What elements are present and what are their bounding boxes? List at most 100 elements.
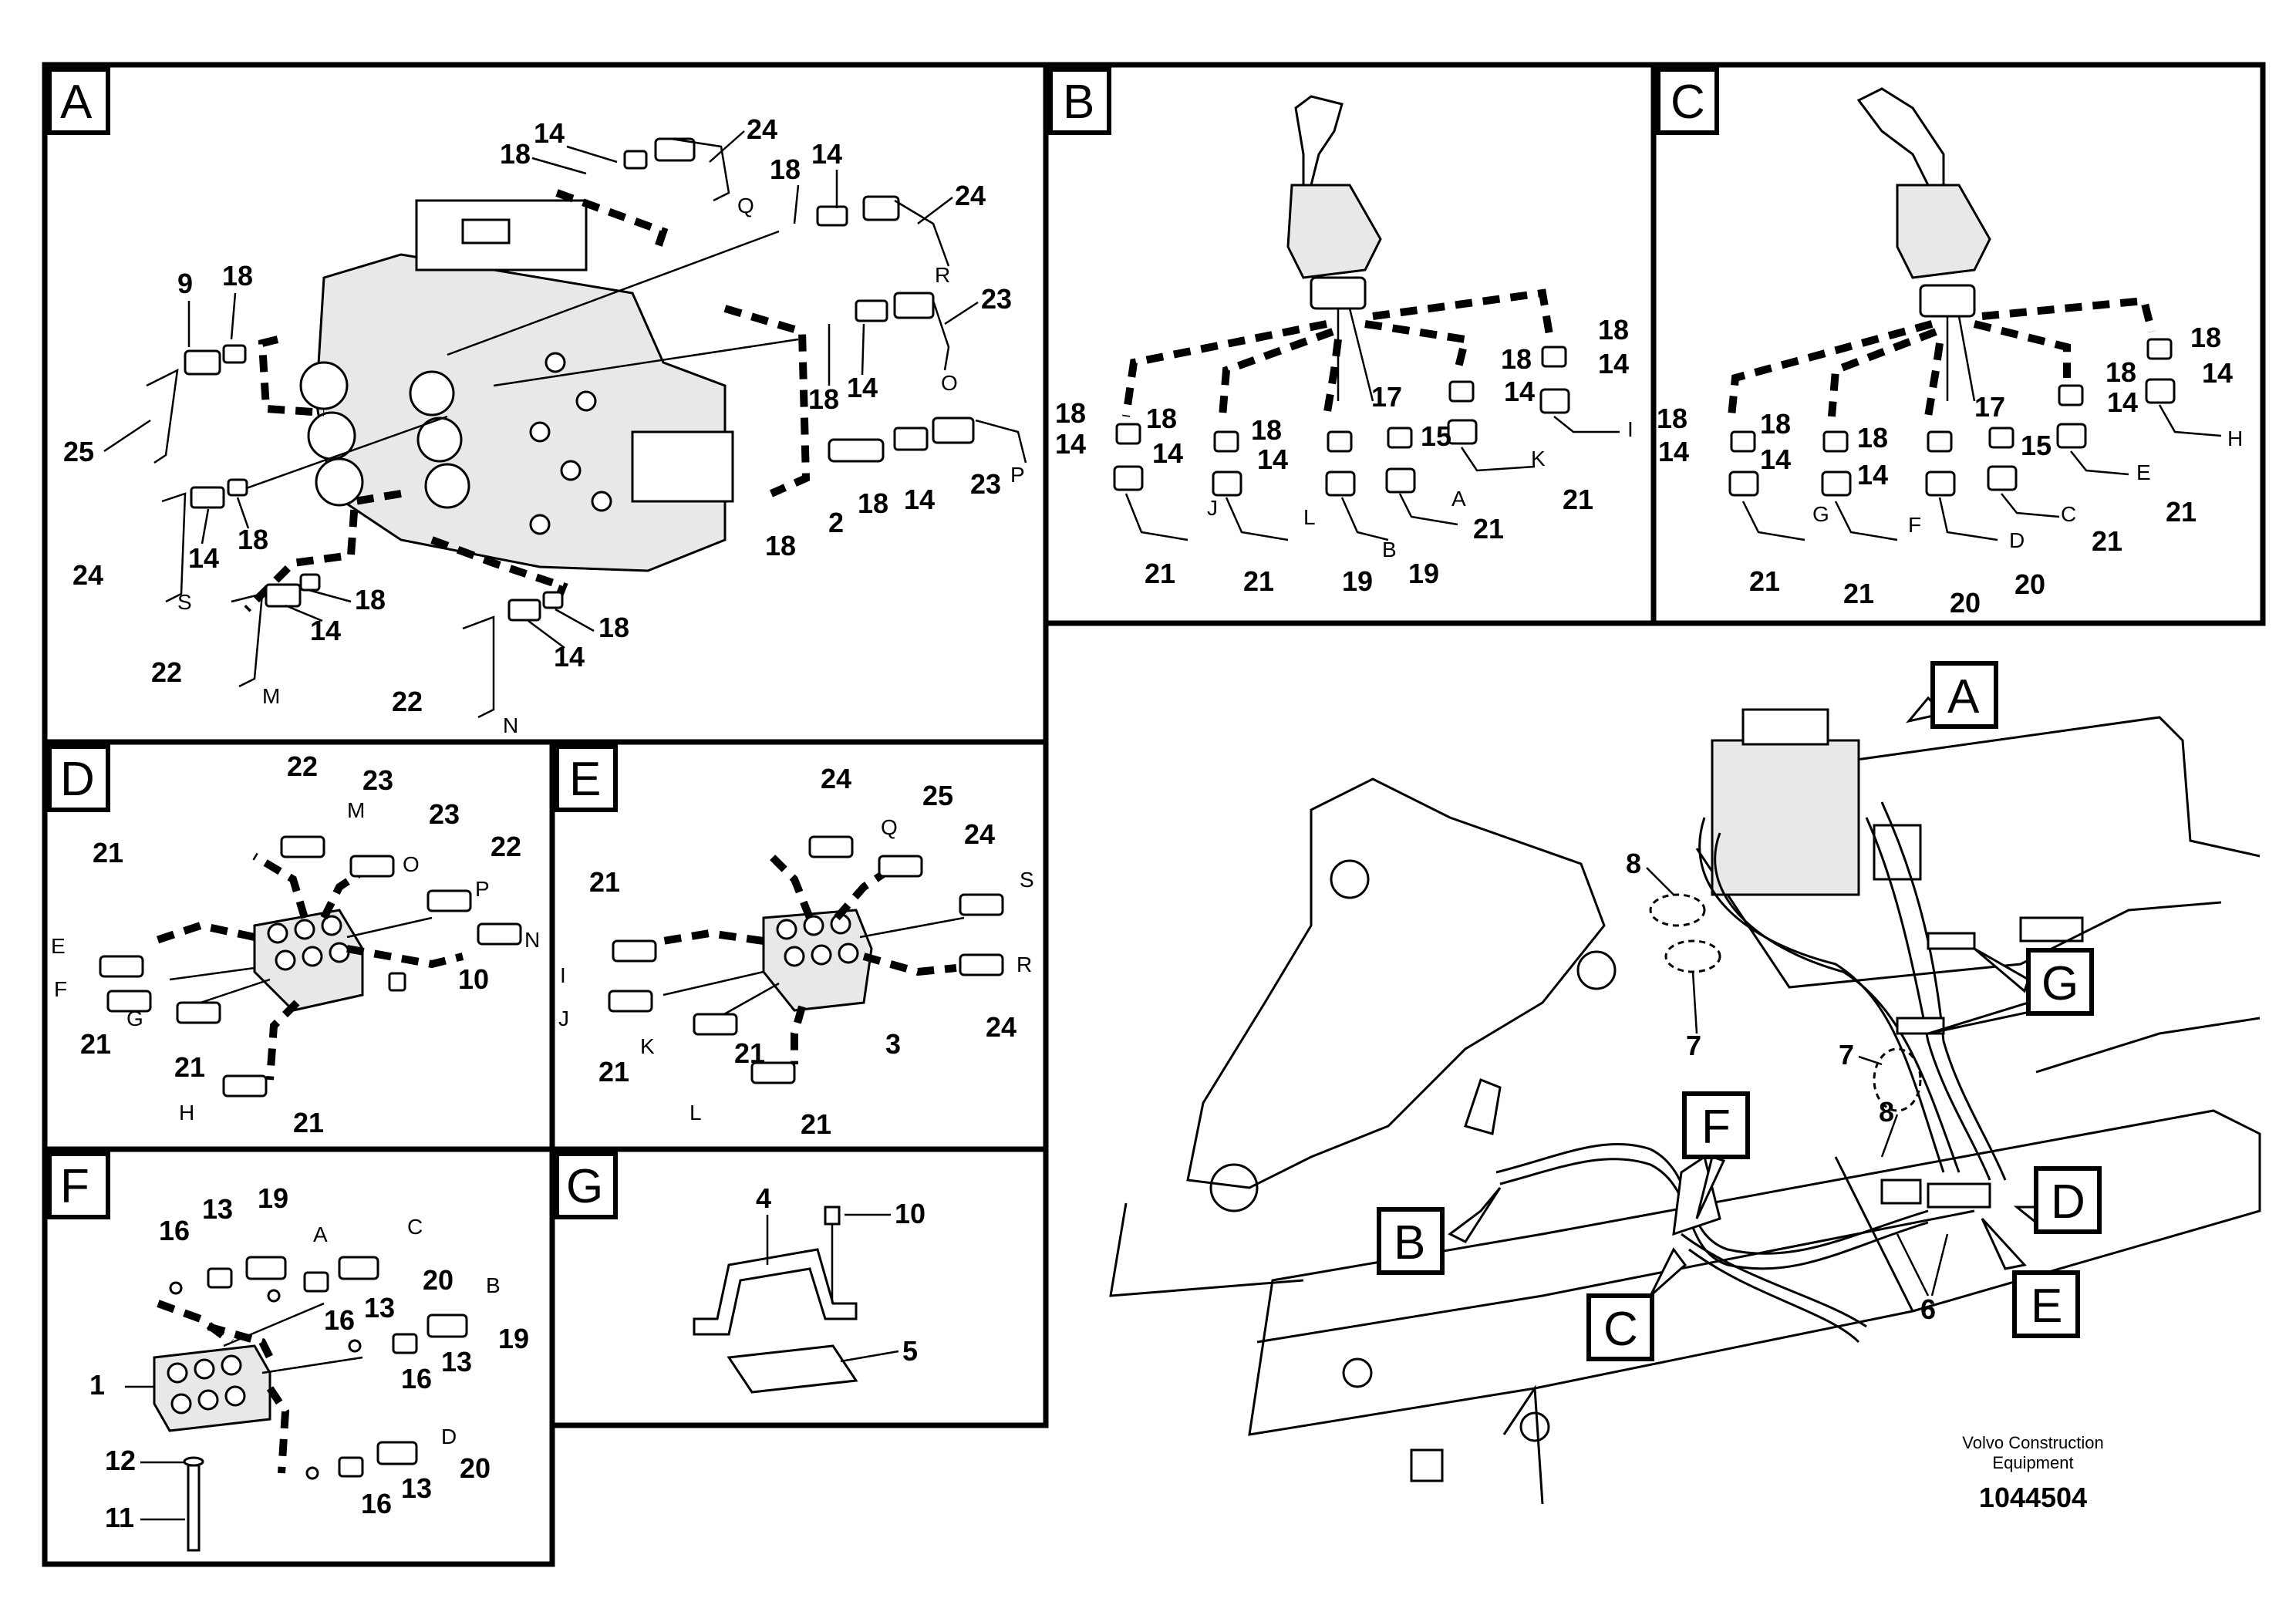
- port-label: F: [54, 977, 67, 1001]
- panel-c-letter: C: [1671, 76, 1705, 129]
- panel-a-labels: 18 14 24 Q 18 14 24 R 23 O 18 14 23 P 18…: [63, 113, 1025, 737]
- callout-d: [2034, 1166, 2102, 1234]
- port-label: Q: [881, 815, 898, 839]
- port-label: R: [1017, 953, 1032, 976]
- part-label: 17: [1974, 391, 2005, 423]
- callout-e: [2012, 1270, 2080, 1338]
- port-label: H: [2227, 427, 2243, 450]
- panel-e-badge: [555, 744, 618, 812]
- panel-b-labels: 18 14 18 14 18 14 17 15 18 14 18 14 J L …: [1055, 314, 1633, 597]
- port-label: K: [1531, 447, 1546, 470]
- part-label: 16: [324, 1304, 355, 1336]
- callout-f: [1682, 1091, 1750, 1159]
- part-label: 13: [401, 1472, 432, 1504]
- panel-c-fittings: [1728, 338, 2222, 541]
- port-label: L: [689, 1101, 702, 1125]
- part-label: 20: [1950, 587, 1981, 619]
- part-label: 10: [895, 1198, 925, 1229]
- part-label: 10: [458, 963, 489, 995]
- part-label: 18: [1598, 314, 1629, 346]
- part-label: 14: [310, 615, 341, 646]
- drawing-number: 1044504: [1979, 1482, 2087, 1513]
- part-label: 20: [423, 1264, 453, 1296]
- part-label: 14: [188, 542, 219, 574]
- panel-f-labels: 16 13 19 A C 16 13 20 B 19 13 16 1 D 20 …: [89, 1182, 529, 1533]
- part-label: 24: [964, 818, 995, 850]
- part-label: 21: [801, 1108, 831, 1140]
- part-label: 14: [1055, 428, 1086, 460]
- callout-c: [1586, 1293, 1654, 1361]
- panel-d: D 22 M 23 23 O: [42, 739, 555, 1152]
- part-label: 6: [1920, 1293, 1936, 1325]
- panel-a-fittings: [146, 137, 1027, 719]
- overview-number-labels: 8 7 7 8 6: [1626, 848, 1949, 1325]
- part-label: 14: [1598, 348, 1629, 379]
- part-label: 21: [598, 1056, 629, 1088]
- panel-e-labels: 24 Q 25 24 S R 24 21 I J 3 K 21 21 L 21: [558, 763, 1034, 1140]
- panel-a-leaders: [103, 130, 979, 649]
- port-label: C: [2061, 502, 2076, 526]
- part-label: 18: [2190, 322, 2221, 353]
- part-label: 18: [770, 153, 801, 185]
- port-label: A: [313, 1222, 328, 1246]
- part-label: 24: [821, 763, 851, 794]
- port-label: H: [179, 1101, 194, 1125]
- part-label: 15: [2021, 430, 2052, 461]
- callout-f-letter: F: [1701, 1101, 1731, 1154]
- part-label: 19: [258, 1182, 288, 1214]
- part-label: 19: [1408, 558, 1439, 589]
- overview-valve-and-hoses: [1464, 708, 2007, 1344]
- part-label: 14: [1504, 376, 1535, 407]
- part-label: 25: [922, 780, 953, 811]
- part-label: 21: [1473, 513, 1504, 545]
- part-label: 14: [1152, 437, 1183, 469]
- port-label: O: [403, 852, 420, 876]
- port-label: C: [407, 1215, 423, 1239]
- callout-b: [1377, 1207, 1445, 1275]
- port-label: K: [640, 1034, 655, 1058]
- port-label: S: [1020, 868, 1034, 892]
- part-label: 13: [202, 1193, 233, 1225]
- port-label: D: [441, 1425, 457, 1448]
- part-label: 24: [747, 113, 777, 145]
- upper-frame-structure: [1109, 716, 2261, 1505]
- port-label: J: [1207, 496, 1218, 520]
- part-label: 17: [1371, 381, 1402, 413]
- panel-b-fittings: [1113, 346, 1620, 541]
- port-label: M: [347, 798, 365, 822]
- callout-b-letter: B: [1394, 1216, 1425, 1270]
- overview-callouts: A B C D E F G: [1377, 661, 2102, 1361]
- part-label: 14: [534, 117, 565, 149]
- part-label: 14: [904, 484, 935, 515]
- panel-f: F 16 13 19 A C 16 13 20: [42, 1146, 555, 1567]
- joystick-right: [1856, 87, 1991, 402]
- footer-brand-line1: Volvo Construction: [1962, 1433, 2103, 1452]
- part-label: 21: [2166, 496, 2197, 528]
- callout-g: [2026, 948, 2094, 1016]
- part-label: 14: [2202, 357, 2233, 389]
- panel-g-letter: G: [566, 1160, 603, 1213]
- part-label: 14: [1760, 443, 1791, 475]
- part-label: 18: [765, 530, 796, 561]
- part-label: 13: [364, 1292, 395, 1324]
- part-label: 18: [598, 612, 629, 643]
- part-label: 2: [828, 507, 844, 538]
- part-label: 18: [500, 138, 531, 170]
- part-label: 14: [2107, 386, 2138, 418]
- junction-block-f: [153, 1344, 271, 1552]
- panel-e-fittings: [608, 835, 1004, 1084]
- control-valve-block: [299, 199, 734, 572]
- panel-e: E 24 Q 25 24 S R: [549, 739, 1049, 1152]
- part-label: 16: [159, 1215, 190, 1246]
- panel-e-letter: E: [569, 753, 601, 806]
- panel-f-leaders: [125, 1385, 185, 1521]
- port-label: S: [177, 590, 192, 614]
- part-label: 14: [1857, 459, 1888, 491]
- part-label: 14: [554, 641, 585, 673]
- part-label: 23: [970, 468, 1001, 500]
- callout-a: [1930, 661, 1998, 729]
- part-label: 20: [2014, 568, 2045, 600]
- part-label: 11: [105, 1502, 134, 1533]
- panel-c-badge: [1656, 67, 1719, 135]
- part-label: 22: [392, 686, 423, 717]
